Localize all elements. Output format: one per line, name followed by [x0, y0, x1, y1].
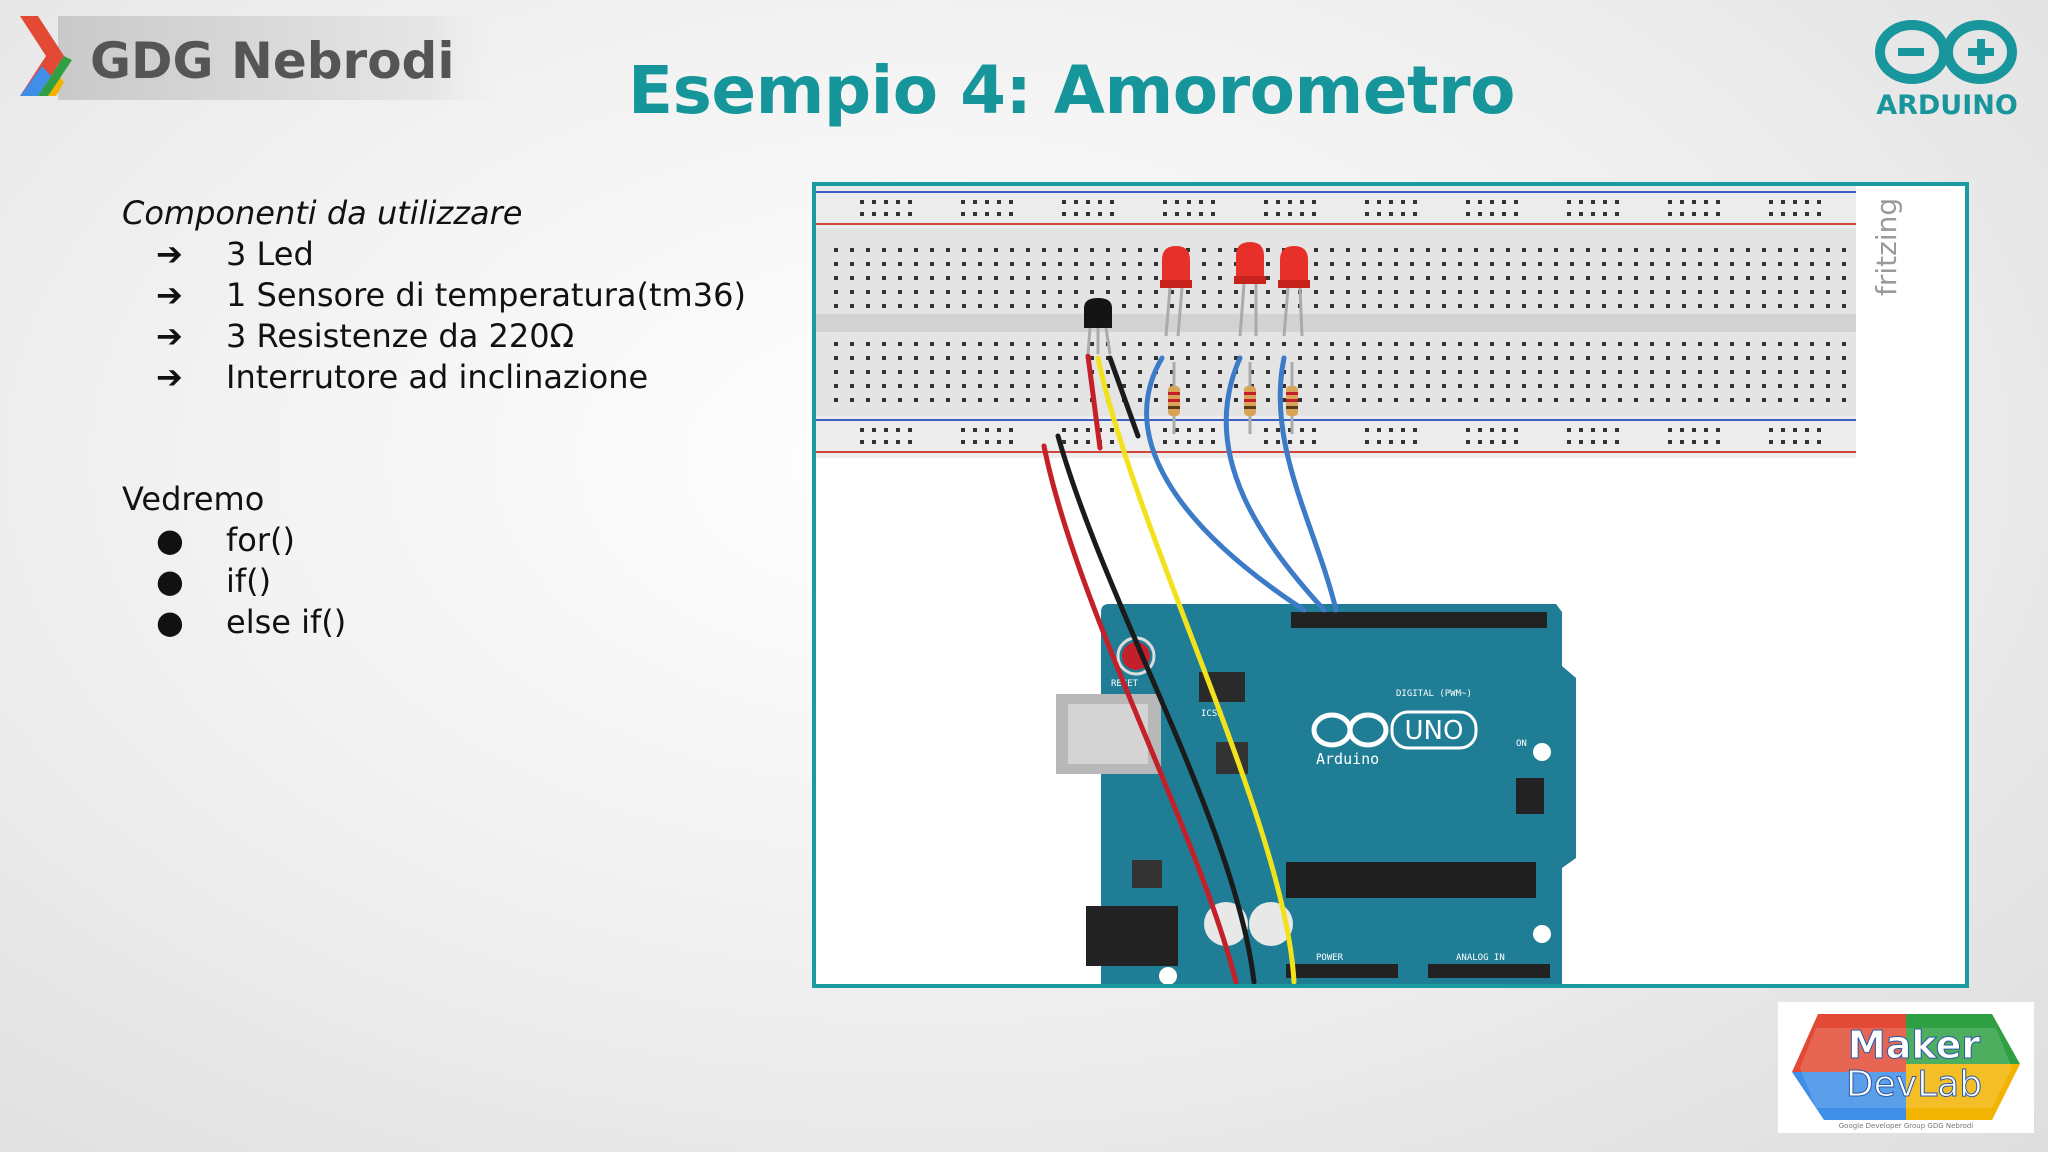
bullet-icon: ●	[156, 562, 184, 600]
gdg-logo-text: GDG Nebrodi	[90, 32, 454, 90]
yellow-wire	[1095, 355, 1297, 984]
digital-label: DIGITAL (PWM~)	[1396, 689, 1472, 699]
red-jumper	[1085, 353, 1103, 451]
fritzing-watermark: fritzing	[1870, 198, 1903, 296]
analog-header	[1428, 964, 1550, 978]
list-item-text: else if()	[226, 603, 347, 641]
arduino-logo-text: ARDUINO	[1876, 90, 2018, 120]
power-label: POWER	[1316, 953, 1344, 963]
circuit-svg: fritzing UN	[816, 186, 1903, 984]
power-header	[1286, 964, 1398, 978]
arrow-icon: ➔	[156, 276, 183, 314]
blue-wire-3	[1277, 355, 1339, 613]
list-item-text: for()	[226, 521, 295, 559]
list-item-text: 1 Sensore di temperatura(tm36)	[226, 276, 746, 314]
red-wire	[1041, 443, 1239, 984]
maker-logo-line1: Maker	[1848, 1023, 1980, 1067]
maker-logo-caption: Google Developer Group GDG Nebrodi	[1839, 1122, 1974, 1130]
bullet-icon: ●	[156, 603, 184, 641]
maker-logo-line2: DevLab	[1846, 1064, 1982, 1105]
digital-header	[1291, 612, 1547, 628]
led-2	[1234, 242, 1266, 337]
list-item: ➔ 1 Sensore di temperatura(tm36)	[122, 275, 762, 316]
board-model-label: UNO	[1405, 716, 1464, 746]
arrow-icon: ➔	[156, 317, 183, 355]
list-item: ➔ 3 Led	[122, 234, 762, 275]
analog-label: ANALOG IN	[1456, 953, 1505, 963]
resistor-2	[1244, 362, 1256, 434]
list-item: ➔ 3 Resistenze da 220Ω	[122, 316, 762, 357]
arduino-uno-board: UNO Arduino RESET ICSP DIGITAL (PWM~) AN…	[1056, 604, 1576, 984]
resistor-1	[1168, 362, 1180, 434]
vedremo-list: ● for() ● if() ● else if()	[122, 520, 762, 643]
blue-wire-2	[1223, 355, 1327, 613]
arrow-icon: ➔	[156, 358, 183, 396]
list-item-text: 3 Led	[226, 235, 314, 273]
breadboard-holes	[834, 200, 1846, 444]
components-list: ➔ 3 Led ➔ 1 Sensore di temperatura(tm36) ➔…	[122, 234, 762, 398]
wires	[1041, 353, 1339, 984]
components-heading: Componenti da utilizzare	[122, 194, 523, 232]
list-item: ● if()	[122, 561, 762, 602]
led-3	[1278, 246, 1310, 337]
list-item-text: 3 Resistenze da 220Ω	[226, 317, 575, 355]
circuit-diagram: fritzing UN	[812, 182, 1969, 988]
gdg-nebrodi-logo: GDG Nebrodi	[18, 12, 524, 104]
black-jumper	[1107, 355, 1141, 439]
maker-devlab-logo: Maker DevLab Google Developer Group GDG …	[1778, 1002, 2034, 1133]
bullet-icon: ●	[156, 521, 184, 559]
vedremo-heading: Vedremo	[122, 480, 265, 518]
resistor-3	[1286, 362, 1298, 434]
led-1	[1160, 246, 1192, 337]
list-item-text: Interrutore ad inclinazione	[226, 358, 649, 396]
on-label: ON	[1516, 739, 1527, 749]
list-item: ● else if()	[122, 602, 762, 643]
icsp-label: ICSP	[1201, 709, 1223, 719]
slide-title: Esempio 4: Amorometro	[628, 52, 1515, 129]
list-item: ➔ Interrutore ad inclinazione	[122, 357, 762, 398]
slide-body: Componenti da utilizzare ➔ 3 Led ➔ 1 Senso…	[122, 192, 762, 643]
list-item-text: if()	[226, 562, 272, 600]
breadboard-channel	[816, 314, 1856, 332]
blue-wire-1	[1144, 355, 1307, 613]
power-jack	[1086, 906, 1178, 966]
microcontroller-chip	[1286, 862, 1536, 898]
black-wire	[1055, 433, 1257, 984]
arduino-logo: ARDUINO	[1872, 14, 2022, 121]
arrow-icon: ➔	[156, 235, 183, 273]
list-item: ● for()	[122, 520, 762, 561]
temperature-sensor	[1084, 298, 1112, 355]
board-logo-label: Arduino	[1316, 750, 1379, 768]
